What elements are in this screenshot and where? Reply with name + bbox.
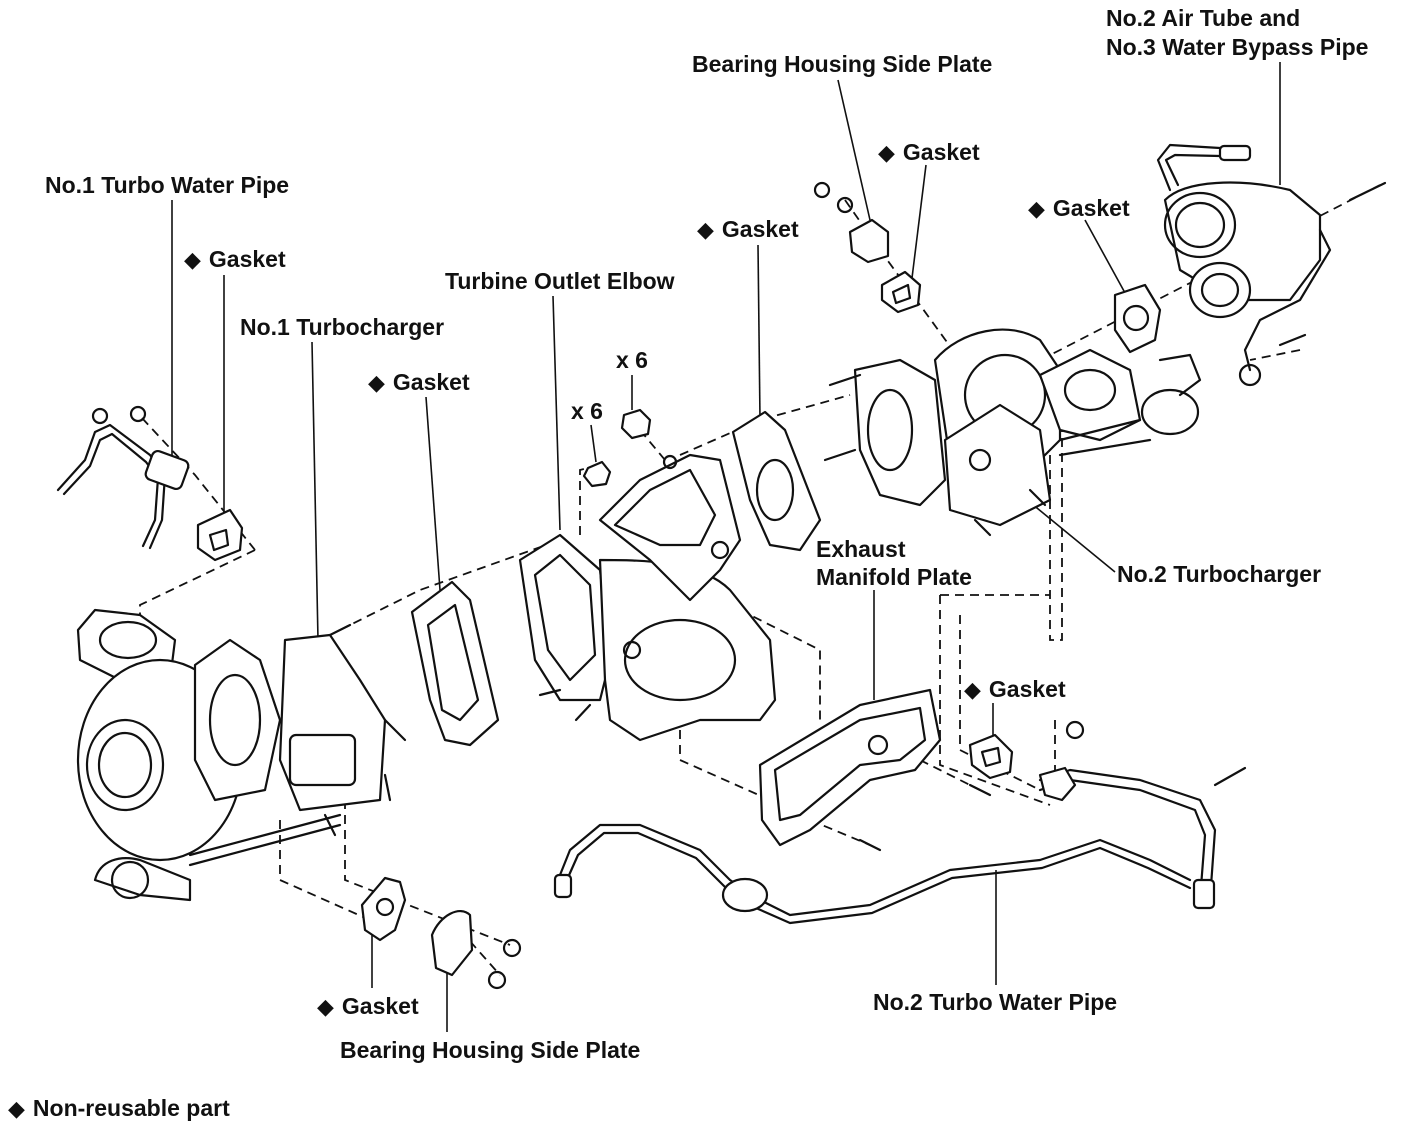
no1-turbo-water-pipe-part (56, 405, 190, 550)
bearing-housing-side-plate-bottom-part (360, 876, 522, 990)
gasket-upper-mid-part (731, 410, 822, 552)
gasket-center-left-part (410, 580, 500, 747)
label-exhaust-line1: Exhaust (816, 536, 906, 562)
diamond-icon: ◆ (1028, 196, 1045, 221)
label-turbine-outlet-elbow: Turbine Outlet Elbow (445, 268, 675, 294)
gasket-left-part (196, 508, 244, 562)
diamond-icon: ◆ (368, 370, 385, 395)
label-gasket-top-center: ◆Gasket (878, 139, 980, 165)
diamond-icon: ◆ (697, 217, 714, 242)
label-exhaust-line2: Manifold Plate (816, 564, 972, 590)
no2-turbocharger-part (823, 328, 1202, 537)
label-no2-turbo-water-pipe: No.2 Turbo Water Pipe (873, 989, 1118, 1015)
diamond-icon: ◆ (878, 140, 895, 165)
label-gasket-left: ◆Gasket (184, 246, 286, 272)
legend-non-reusable: ◆Non-reusable part (8, 1095, 230, 1121)
diamond-icon: ◆ (184, 247, 201, 272)
nuts-x6 (582, 408, 652, 488)
turbine-outlet-elbow-part (518, 453, 777, 742)
label-bearing-housing-side-plate-bottom: Bearing Housing Side Plate (340, 1037, 641, 1063)
diamond-icon: ◆ (964, 677, 981, 702)
label-no2-air-tube-line2: No.3 Water Bypass Pipe (1106, 34, 1369, 60)
label-x6-upper: x 6 (616, 347, 648, 373)
diamond-icon: ◆ (317, 994, 334, 1019)
no1-turbocharger-part (76, 608, 407, 902)
label-bearing-housing-side-plate-top: Bearing Housing Side Plate (692, 51, 993, 77)
bearing-housing-side-plate-top-part (813, 181, 922, 314)
diamond-icon: ◆ (8, 1096, 25, 1121)
label-no1-turbocharger: No.1 Turbocharger (240, 314, 445, 340)
label-no2-air-tube-line1: No.2 Air Tube and (1106, 5, 1301, 31)
label-gasket-center-left: ◆Gasket (368, 369, 470, 395)
no2-air-tube-part (1156, 143, 1387, 387)
label-no1-turbo-water-pipe: No.1 Turbo Water Pipe (45, 172, 290, 198)
gasket-top-right-part (1113, 283, 1162, 354)
label-no2-turbocharger: No.2 Turbocharger (1117, 561, 1322, 587)
gasket-lower-right-part (968, 720, 1085, 780)
label-gasket-top-right: ◆Gasket (1028, 195, 1130, 221)
no2-turbo-water-pipe-part (553, 766, 1247, 925)
label-gasket-bottom-left: ◆Gasket (317, 993, 419, 1019)
label-gasket-upper-mid: ◆Gasket (697, 216, 799, 242)
label-gasket-lower-right: ◆Gasket (964, 676, 1066, 702)
exhaust-manifold-plate-part (758, 688, 992, 852)
label-x6-lower: x 6 (571, 398, 603, 424)
